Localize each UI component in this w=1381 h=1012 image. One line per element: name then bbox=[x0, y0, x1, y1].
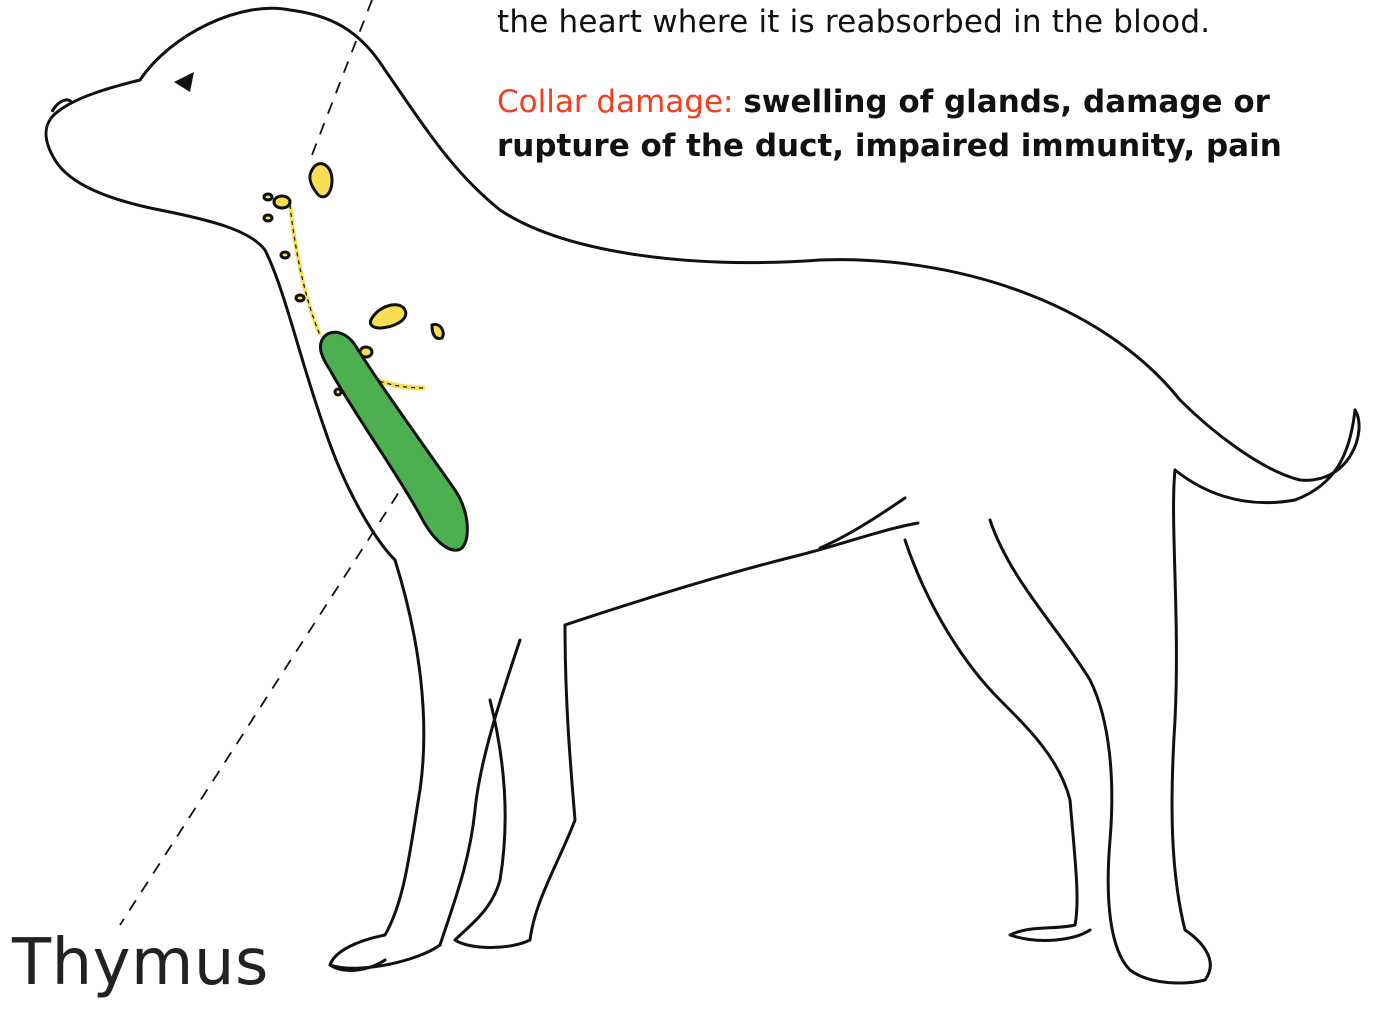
collar-damage-line-1: Collar damage: swelling of glands, damag… bbox=[497, 80, 1282, 124]
collar-damage-text-1: swelling of glands, damage or bbox=[743, 84, 1270, 120]
description-line: the heart where it is reabsorbed in the … bbox=[497, 4, 1210, 40]
dog-eye bbox=[174, 72, 194, 92]
collar-damage-block: Collar damage: swelling of glands, damag… bbox=[497, 80, 1282, 168]
thymus-callout-label: Thymus bbox=[12, 926, 269, 1000]
thymus-organ bbox=[320, 332, 467, 550]
collar-damage-text-2: rupture of the duct, impaired immunity, … bbox=[497, 124, 1282, 168]
collar-damage-label: Collar damage: bbox=[497, 84, 734, 120]
callout-lines bbox=[120, 0, 410, 925]
